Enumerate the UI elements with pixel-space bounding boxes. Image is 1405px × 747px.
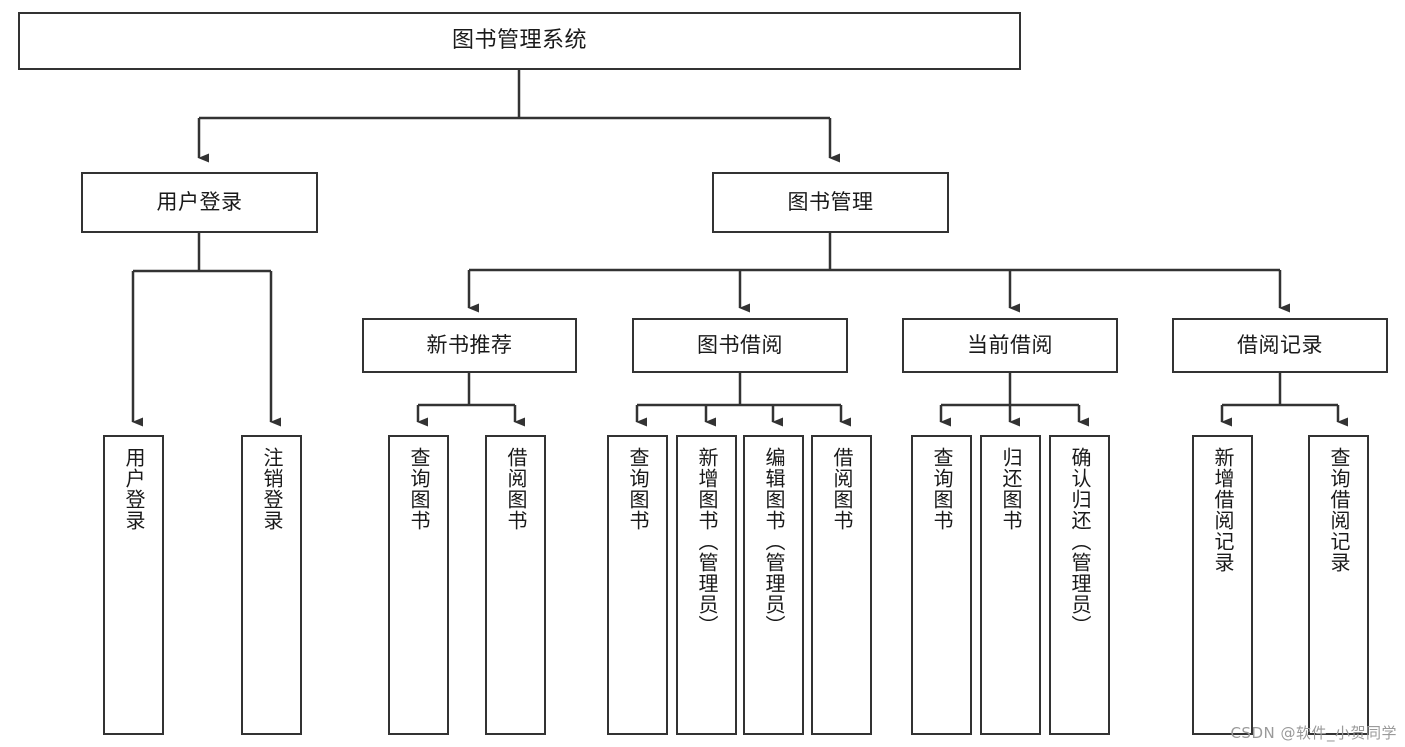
- leaf-label: 编辑图书（管理员）: [762, 447, 786, 636]
- node-current-borrow[interactable]: 当前借阅: [902, 318, 1118, 373]
- leaf-label: 借阅图书: [504, 447, 528, 531]
- leaf-recommend-borrow-book[interactable]: 借阅图书: [485, 435, 546, 735]
- leaf-borrow-edit-book-admin[interactable]: 编辑图书（管理员）: [743, 435, 804, 735]
- leaf-label: 用户登录: [122, 447, 146, 531]
- leaf-label: 借阅图书: [830, 447, 854, 531]
- leaf-label: 查询图书: [626, 447, 650, 531]
- node-borrow-records[interactable]: 借阅记录: [1172, 318, 1388, 373]
- leaf-label: 查询借阅记录: [1327, 447, 1351, 573]
- leaf-recommend-query-book[interactable]: 查询图书: [388, 435, 449, 735]
- leaf-label: 确认归还（管理员）: [1068, 447, 1092, 636]
- leaf-borrow-borrow-book[interactable]: 借阅图书: [811, 435, 872, 735]
- leaf-current-confirm-return-admin[interactable]: 确认归还（管理员）: [1049, 435, 1110, 735]
- leaf-borrow-query-book[interactable]: 查询图书: [607, 435, 668, 735]
- node-root-system[interactable]: 图书管理系统: [18, 12, 1021, 70]
- leaf-records-query-record[interactable]: 查询借阅记录: [1308, 435, 1369, 735]
- leaf-current-query-book[interactable]: 查询图书: [911, 435, 972, 735]
- node-book-management[interactable]: 图书管理: [712, 172, 949, 233]
- watermark: CSDN @软件_小贺同学: [1230, 724, 1397, 742]
- leaf-label: 归还图书: [999, 447, 1023, 531]
- node-new-book-recommend[interactable]: 新书推荐: [362, 318, 577, 373]
- leaf-label: 查询图书: [930, 447, 954, 531]
- leaf-user-login-login[interactable]: 用户登录: [103, 435, 164, 735]
- node-book-borrow[interactable]: 图书借阅: [632, 318, 848, 373]
- leaf-borrow-add-book-admin[interactable]: 新增图书（管理员）: [676, 435, 737, 735]
- leaf-user-login-logout[interactable]: 注销登录: [241, 435, 302, 735]
- leaf-records-add-record[interactable]: 新增借阅记录: [1192, 435, 1253, 735]
- leaf-label: 新增图书（管理员）: [695, 447, 719, 636]
- leaf-label: 注销登录: [260, 447, 284, 531]
- node-user-login[interactable]: 用户登录: [81, 172, 318, 233]
- leaf-label: 新增借阅记录: [1211, 447, 1235, 573]
- leaf-label: 查询图书: [407, 447, 431, 531]
- leaf-current-return-book[interactable]: 归还图书: [980, 435, 1041, 735]
